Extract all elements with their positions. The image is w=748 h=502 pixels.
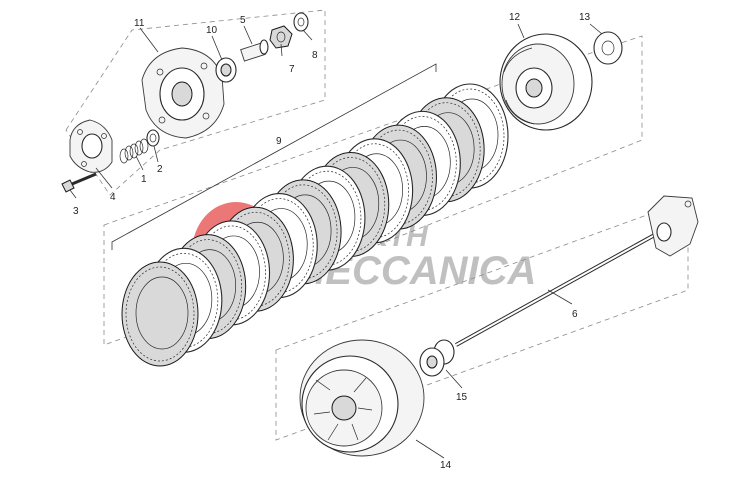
callout-11: 11 bbox=[134, 18, 145, 29]
clutch-plate-teeth bbox=[221, 211, 290, 307]
callout-7: 7 bbox=[289, 64, 295, 75]
part-bolt-icon bbox=[61, 172, 97, 193]
part-pushrod-icon bbox=[455, 230, 661, 347]
part-spring-icon bbox=[119, 138, 149, 164]
part-pressure-plate-icon bbox=[141, 47, 225, 139]
part-small-washer-icon bbox=[293, 12, 309, 32]
callout-3: 3 bbox=[73, 206, 79, 217]
callout-9: 9 bbox=[276, 136, 282, 147]
clutch-plate-teeth bbox=[316, 157, 386, 252]
callout-numbers: 11 10 5 7 8 9 1 2 3 4 12 13 6 15 14 bbox=[73, 12, 591, 471]
clutch-plate-teeth bbox=[197, 225, 266, 321]
part-cover-plate-icon bbox=[69, 119, 113, 173]
clutch-plate-teeth bbox=[268, 184, 338, 280]
part-clutch-plates-stack bbox=[121, 83, 509, 367]
clutch-plate bbox=[121, 261, 199, 367]
clutch-plate-teeth bbox=[364, 129, 433, 225]
part-washer-icon bbox=[146, 129, 160, 147]
clutch-plate-teeth bbox=[340, 143, 409, 239]
part-clutch-basket-icon bbox=[299, 339, 425, 457]
callout-5: 5 bbox=[240, 15, 246, 26]
callout-12: 12 bbox=[509, 12, 521, 23]
callout-13: 13 bbox=[579, 12, 591, 23]
part-bearing-icon bbox=[215, 57, 237, 83]
callout-14: 14 bbox=[440, 460, 452, 471]
clutch-plate-teeth bbox=[292, 170, 362, 266]
callout-2: 2 bbox=[157, 164, 163, 175]
part-clutch-hub-icon bbox=[499, 33, 593, 131]
callout-15: 15 bbox=[456, 392, 468, 403]
clutch-plate-teeth bbox=[244, 198, 314, 293]
clutch-plate-bore bbox=[135, 276, 189, 350]
part-thrust-washer-icon bbox=[593, 31, 623, 65]
part-bushing-icon bbox=[419, 339, 455, 377]
clutch-plate-teeth bbox=[149, 252, 219, 348]
callout-8: 8 bbox=[312, 50, 318, 61]
clutch-plate-teeth bbox=[125, 266, 195, 362]
part-slave-cylinder-icon bbox=[647, 195, 699, 257]
callout-4: 4 bbox=[110, 192, 116, 203]
callout-6: 6 bbox=[572, 309, 578, 320]
callout-10: 10 bbox=[206, 25, 218, 36]
clutch-plate-teeth bbox=[411, 102, 481, 198]
clutch-plate-teeth bbox=[173, 239, 243, 334]
part-nut-icon bbox=[269, 25, 293, 49]
part-pushrod-pin-icon bbox=[240, 39, 269, 62]
leader-lines bbox=[69, 23, 603, 459]
clutch-plate-teeth bbox=[435, 88, 505, 184]
plates-bracket bbox=[111, 63, 437, 250]
callout-1: 1 bbox=[141, 174, 147, 185]
clutch-plate-teeth bbox=[387, 116, 457, 211]
